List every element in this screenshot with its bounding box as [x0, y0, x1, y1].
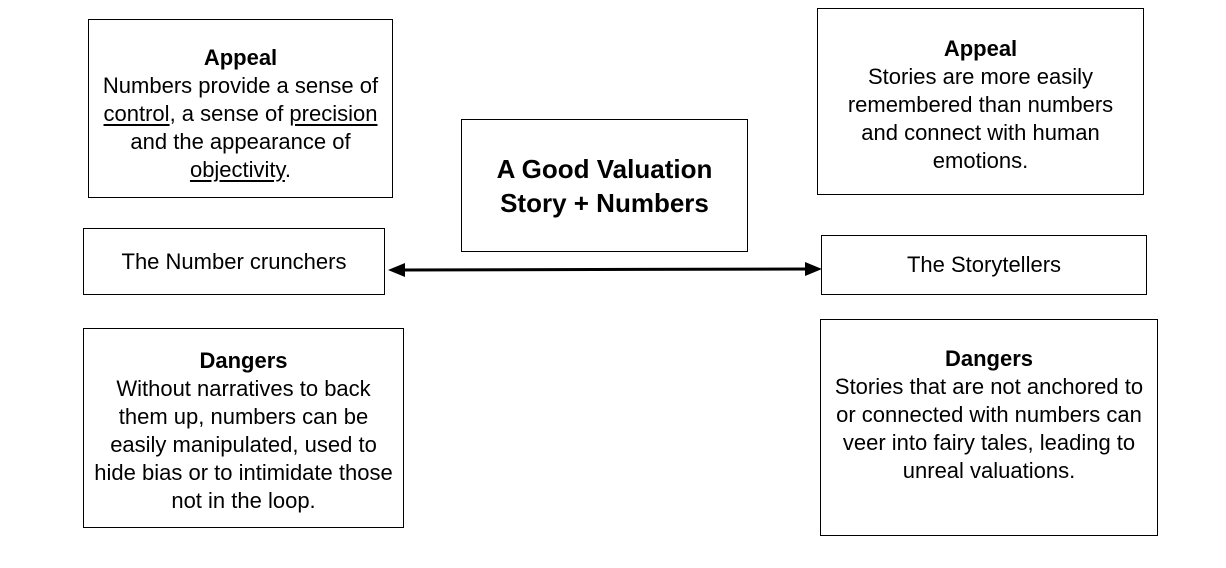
dangers-box-number-crunchers: Dangers Without narratives to back them … — [83, 328, 404, 528]
arrow-head-left — [388, 263, 405, 277]
dangers-title: Dangers — [199, 348, 288, 373]
appeal-text: Stories are more easily remembered than … — [847, 64, 1114, 173]
dangers-title: Dangers — [944, 346, 1034, 371]
number-crunchers-label: The Number crunchers — [83, 228, 385, 295]
center-title-line-1: A Good Valuation — [496, 153, 713, 184]
dangers-text: Without narratives to back them up, numb… — [94, 376, 393, 513]
appeal-text-part: . — [284, 157, 292, 182]
appeal-box-storytellers: Appeal Stories are more easily remembere… — [817, 8, 1144, 195]
appeal-text-part: , a sense of — [169, 101, 290, 126]
appeal-title: Appeal — [203, 45, 278, 70]
good-valuation-box: A Good Valuation Story + Numbers — [461, 119, 748, 252]
center-title-line-2: Story + Numbers — [500, 187, 709, 218]
arrow-head-right — [805, 262, 822, 276]
dangers-text: Stories that are not anchored to or conn… — [834, 374, 1144, 483]
appeal-box-number-crunchers: Appeal Numbers provide a sense of contro… — [88, 19, 393, 198]
appeal-text-part: Numbers provide a sense of — [102, 73, 379, 98]
underlined-word-objectivity: objectivity — [189, 157, 285, 182]
dangers-box-storytellers: Dangers Stories that are not anchored to… — [820, 319, 1158, 536]
arrow-line — [399, 267, 809, 272]
underlined-word-control: control — [103, 101, 170, 126]
storytellers-label: The Storytellers — [821, 235, 1147, 295]
appeal-text-part: and the appearance of — [130, 129, 351, 154]
underlined-word-precision: precision — [289, 101, 378, 126]
storytellers-text: The Storytellers — [906, 252, 1062, 277]
appeal-text: Numbers provide a sense of control, a se… — [98, 72, 383, 184]
number-crunchers-text: The Number crunchers — [121, 248, 347, 274]
appeal-title: Appeal — [943, 36, 1018, 61]
